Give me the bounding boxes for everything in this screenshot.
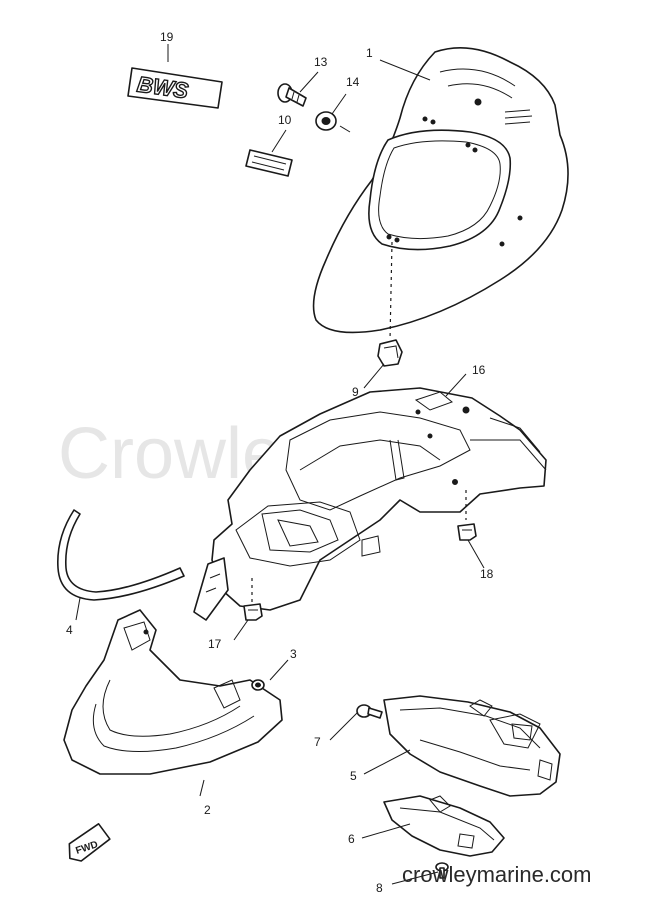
callout-1: 1 (366, 46, 373, 60)
part-18-clip[interactable] (457, 523, 477, 541)
part-5-lower-panel[interactable] (383, 695, 561, 797)
leader-lines (75, 44, 485, 885)
callout-4: 4 (66, 623, 73, 637)
part-1-front-cover[interactable] (312, 46, 569, 334)
callout-9: 9 (352, 385, 359, 399)
callout-16: 16 (472, 363, 486, 377)
part-13-screw[interactable] (277, 83, 307, 107)
part-19-emblem[interactable]: BWS (127, 67, 223, 109)
part-10-label-plate[interactable] (245, 149, 293, 177)
callout-6: 6 (348, 832, 355, 846)
part-17-clip[interactable] (243, 603, 263, 621)
callout-19: 19 (160, 30, 174, 44)
callout-7: 7 (314, 735, 321, 749)
part-3-screw[interactable] (251, 679, 265, 691)
callout-3: 3 (290, 647, 297, 661)
part-9-nut[interactable] (377, 339, 403, 367)
part-2-fender[interactable] (63, 609, 283, 775)
part-16-inner-cover[interactable] (193, 387, 547, 621)
callout-18: 18 (480, 567, 494, 581)
callout-17: 17 (208, 637, 222, 651)
callout-2: 2 (204, 803, 211, 817)
emblem-text: BWS (136, 72, 191, 104)
part-4-trim-strip[interactable] (57, 509, 185, 601)
callout-13: 13 (314, 55, 328, 69)
fwd-arrow: FWD (68, 822, 111, 862)
callout-14: 14 (346, 75, 360, 89)
part-7-screw[interactable] (356, 704, 383, 719)
part-6-bracket[interactable] (383, 795, 505, 857)
callout-8: 8 (376, 881, 383, 895)
part-8-screw[interactable] (435, 862, 449, 879)
callout-10: 10 (278, 113, 292, 127)
callout-5: 5 (350, 769, 357, 783)
footer-url: crowleymarine.com (402, 862, 592, 887)
part-14-grommet[interactable] (315, 111, 337, 131)
alignment-line-9 (389, 241, 393, 341)
